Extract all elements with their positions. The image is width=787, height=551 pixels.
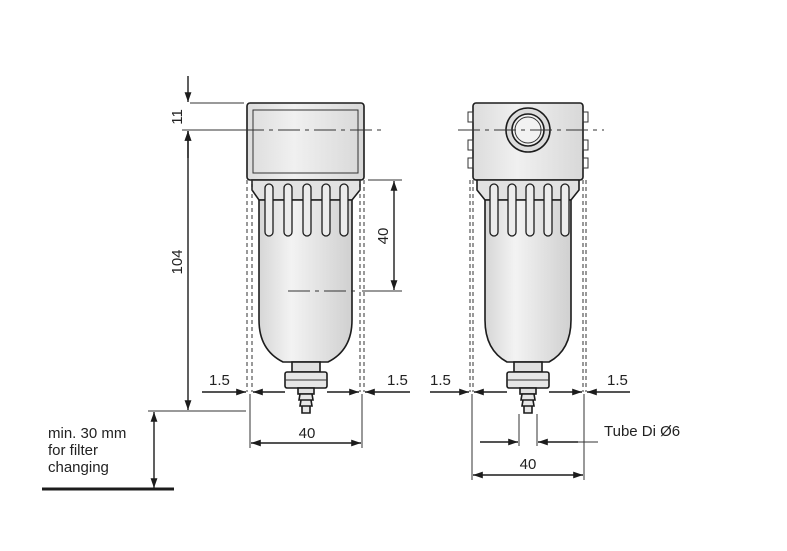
head-height-dimension: 11 (169, 76, 244, 158)
drain-offset-dimension: 40 (362, 179, 402, 292)
tube-dimension: Tube Di Ø6 (480, 414, 680, 446)
min-clearance-note: min. 30 mm for filter changing (42, 412, 174, 491)
min-clearance-line3: changing (48, 459, 109, 476)
front-bowl (258, 199, 353, 363)
side-port (505, 107, 551, 153)
tube-label: Tube Di Ø6 (604, 423, 680, 440)
min-clearance-line2: for filter (48, 442, 98, 459)
front-width-dimension: 40 (249, 394, 363, 448)
front-drain (284, 361, 328, 414)
front-width-label: 40 (299, 425, 316, 442)
front-head-window (252, 109, 359, 174)
front-head (246, 102, 365, 181)
head-height-label: 11 (169, 109, 186, 125)
front-clearance-right-label: 1.5 (387, 372, 408, 389)
side-view (458, 102, 604, 414)
side-width-dimension: 40 (471, 394, 585, 480)
bowl-height-label: 104 (169, 249, 186, 274)
front-clearance-dimensions: 1.5 1.5 (202, 372, 410, 396)
side-clearance-right-label: 1.5 (607, 372, 628, 389)
front-clearance-left-label: 1.5 (209, 372, 230, 389)
side-clearance-dimensions: 1.5 1.5 (430, 372, 630, 396)
side-clearance-left-label: 1.5 (430, 372, 451, 389)
side-drain (506, 361, 550, 414)
side-width-label: 40 (520, 456, 537, 473)
bowl-height-dimension: 104 (148, 130, 246, 412)
side-bowl (484, 199, 572, 363)
side-ribs (489, 183, 570, 237)
min-clearance-line1: min. 30 mm (48, 425, 126, 442)
drain-offset-label: 40 (375, 228, 392, 245)
front-view (242, 102, 386, 414)
front-ribs (264, 183, 349, 237)
